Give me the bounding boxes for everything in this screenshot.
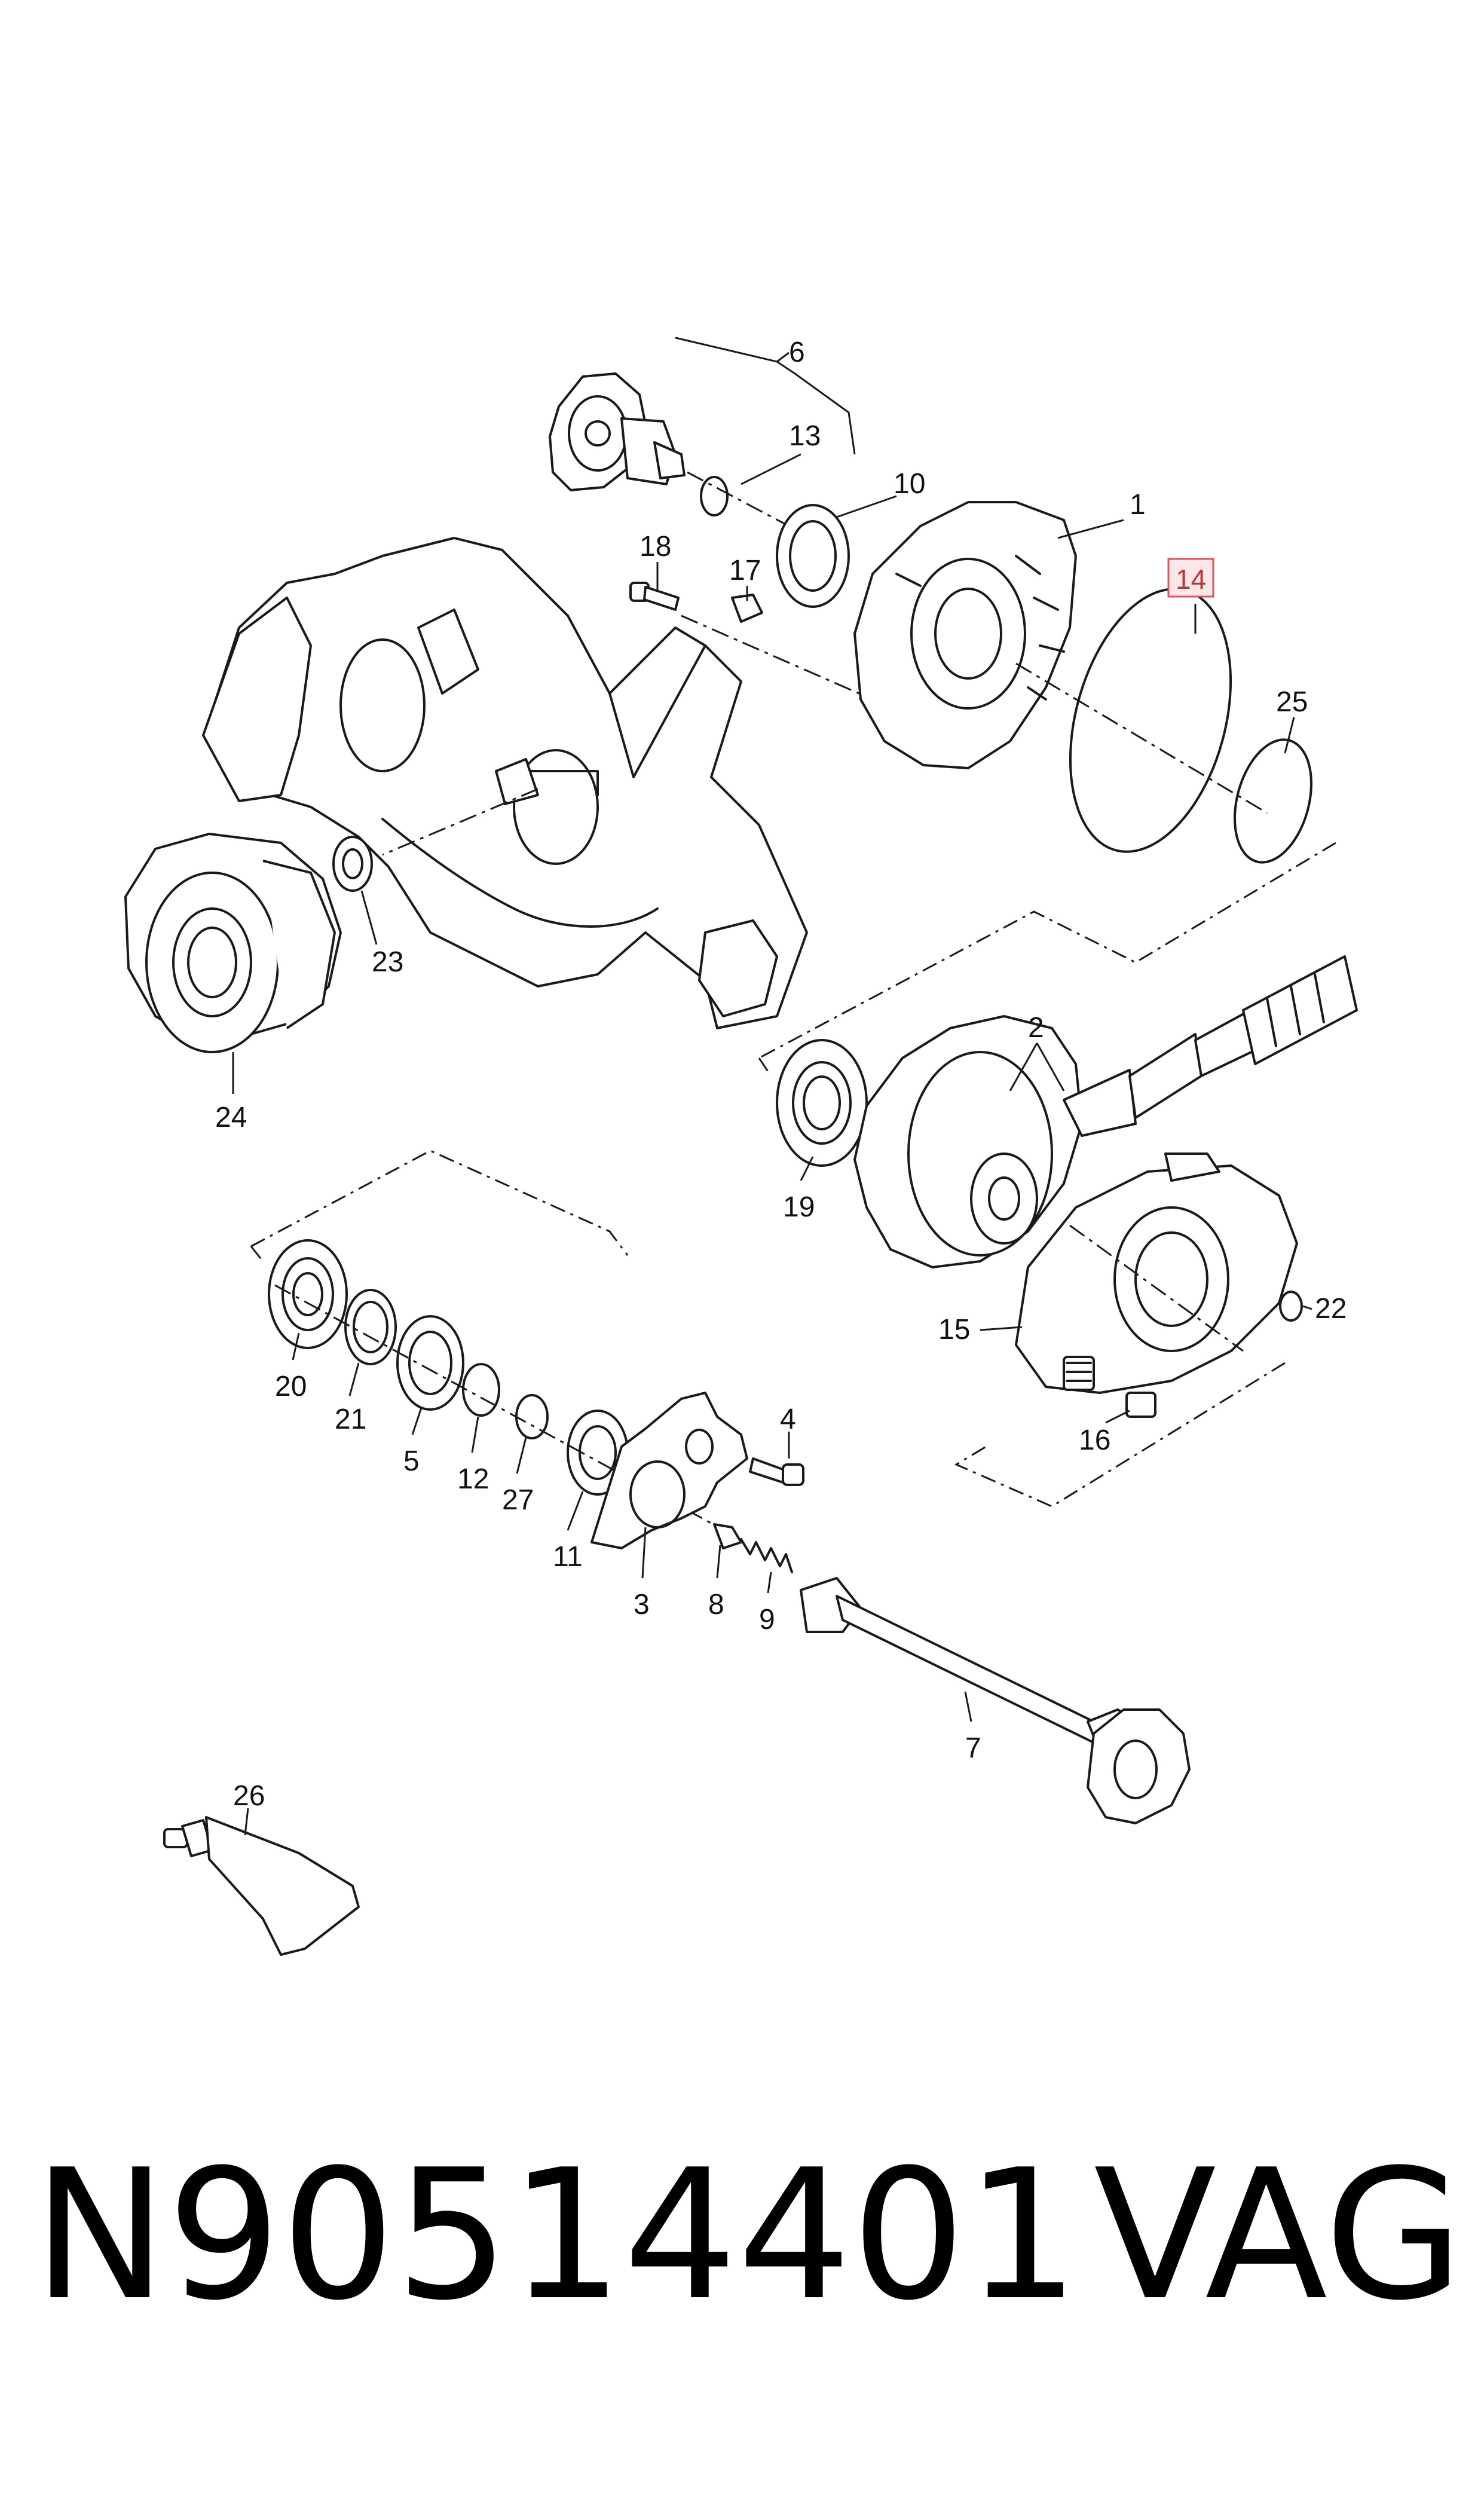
callout-16: 16 <box>1079 1424 1110 1456</box>
callout-14-highlight <box>1167 558 1214 598</box>
brand-name: VAG <box>1094 2131 1464 2340</box>
group-frame-lower <box>250 1150 629 1256</box>
callout-24: 24 <box>215 1102 247 1133</box>
callout-9: 9 <box>759 1604 775 1635</box>
callout-20: 20 <box>275 1371 307 1402</box>
seal-5 <box>396 1315 464 1411</box>
callout-27: 27 <box>502 1484 534 1516</box>
bearing-19 <box>776 1039 868 1167</box>
ring-gear-and-shaft-2 <box>853 955 1358 1268</box>
callout-21: 21 <box>335 1404 366 1435</box>
callout-5: 5 <box>403 1445 420 1477</box>
callout-23: 23 <box>372 946 403 978</box>
callout-8: 8 <box>708 1589 724 1621</box>
group-frame-upper <box>758 842 1336 1059</box>
bolt-18 <box>629 582 680 611</box>
spring-9 <box>740 1538 793 1573</box>
group-6-bracket <box>675 337 856 455</box>
o-ring-12 <box>462 1363 500 1417</box>
callout-1: 1 <box>1130 489 1146 521</box>
seal-23 <box>332 836 373 892</box>
bearing-plate-3 <box>590 1392 748 1549</box>
callout-12: 12 <box>457 1463 489 1495</box>
callout-11: 11 <box>553 1541 583 1573</box>
callout-19: 19 <box>783 1191 815 1223</box>
differential-cover-1 <box>853 501 1077 769</box>
callout-26: 26 <box>233 1780 265 1812</box>
callout-25: 25 <box>1276 686 1308 718</box>
callout-7: 7 <box>965 1732 981 1764</box>
callout-6: 6 <box>789 337 805 368</box>
callout-10: 10 <box>894 468 925 500</box>
callout-15: 15 <box>938 1314 970 1346</box>
callout-4: 4 <box>780 1404 796 1435</box>
o-ring-25 <box>1233 738 1313 864</box>
o-ring-14 <box>1069 588 1232 853</box>
drive-gear-16 <box>1063 1356 1156 1418</box>
shaft-seal-10 <box>776 504 850 608</box>
pin-8 <box>713 1523 742 1549</box>
grease-tube-26 <box>163 1816 360 1956</box>
bearing-20 <box>268 1239 348 1349</box>
callout-2: 2 <box>1028 1012 1044 1044</box>
drive-shaft-7 <box>800 1577 1191 1824</box>
bolt-4 <box>749 1457 804 1486</box>
drive-flange-upper <box>549 372 686 491</box>
o-ring-22 <box>1279 1291 1303 1322</box>
plug-17 <box>731 594 763 623</box>
leader-lines <box>232 453 1312 1836</box>
side-cover-15 <box>1015 1152 1298 1394</box>
callout-17: 17 <box>729 555 761 586</box>
callout-18: 18 <box>640 531 671 562</box>
flange-24 <box>124 833 342 1053</box>
gearbox-housing <box>202 537 808 1029</box>
group-frame-middle <box>954 1362 1286 1508</box>
o-ring-13 <box>700 476 729 516</box>
callout-13: 13 <box>789 420 821 452</box>
part-number: N90514401 <box>33 2131 1080 2340</box>
callout-22: 22 <box>1315 1293 1347 1325</box>
callout-labels: 6 13 10 1 18 17 14 25 23 24 2 19 15 22 1… <box>215 337 1347 1812</box>
callout-3: 3 <box>634 1589 650 1621</box>
callout-14: 14 <box>1176 564 1206 595</box>
